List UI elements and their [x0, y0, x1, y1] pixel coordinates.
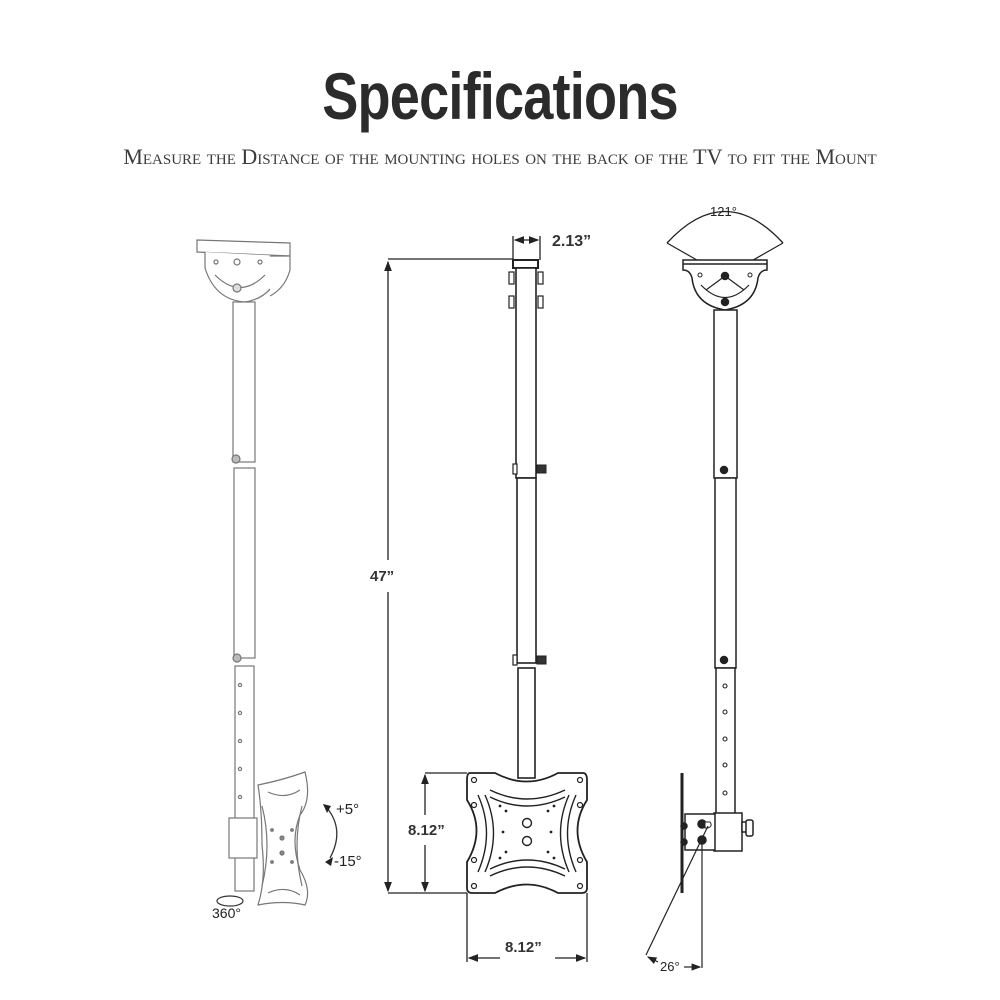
height-label: 47” — [370, 568, 394, 585]
page-title: Specifications — [322, 59, 678, 133]
ceiling-angle-label: 121° — [710, 204, 737, 219]
center-mount-view — [466, 259, 588, 894]
pole-width-label: 2.13” — [552, 233, 591, 250]
tilt-arc — [326, 807, 338, 859]
tilt-up-label: +5° — [336, 801, 359, 818]
swivel-label: 360° — [212, 905, 241, 921]
tilt-angle-label: 26° — [660, 959, 680, 974]
plate-width-label: 8.12” — [505, 939, 542, 956]
plate-height-label: 8.12” — [408, 822, 445, 839]
right-mount-view — [645, 211, 784, 971]
center-dimensions — [384, 236, 588, 962]
tilt-down-label: -15° — [334, 853, 362, 870]
left-mount-view — [196, 239, 309, 907]
page-subtitle: Measure the Distance of the mounting hol… — [123, 144, 877, 169]
